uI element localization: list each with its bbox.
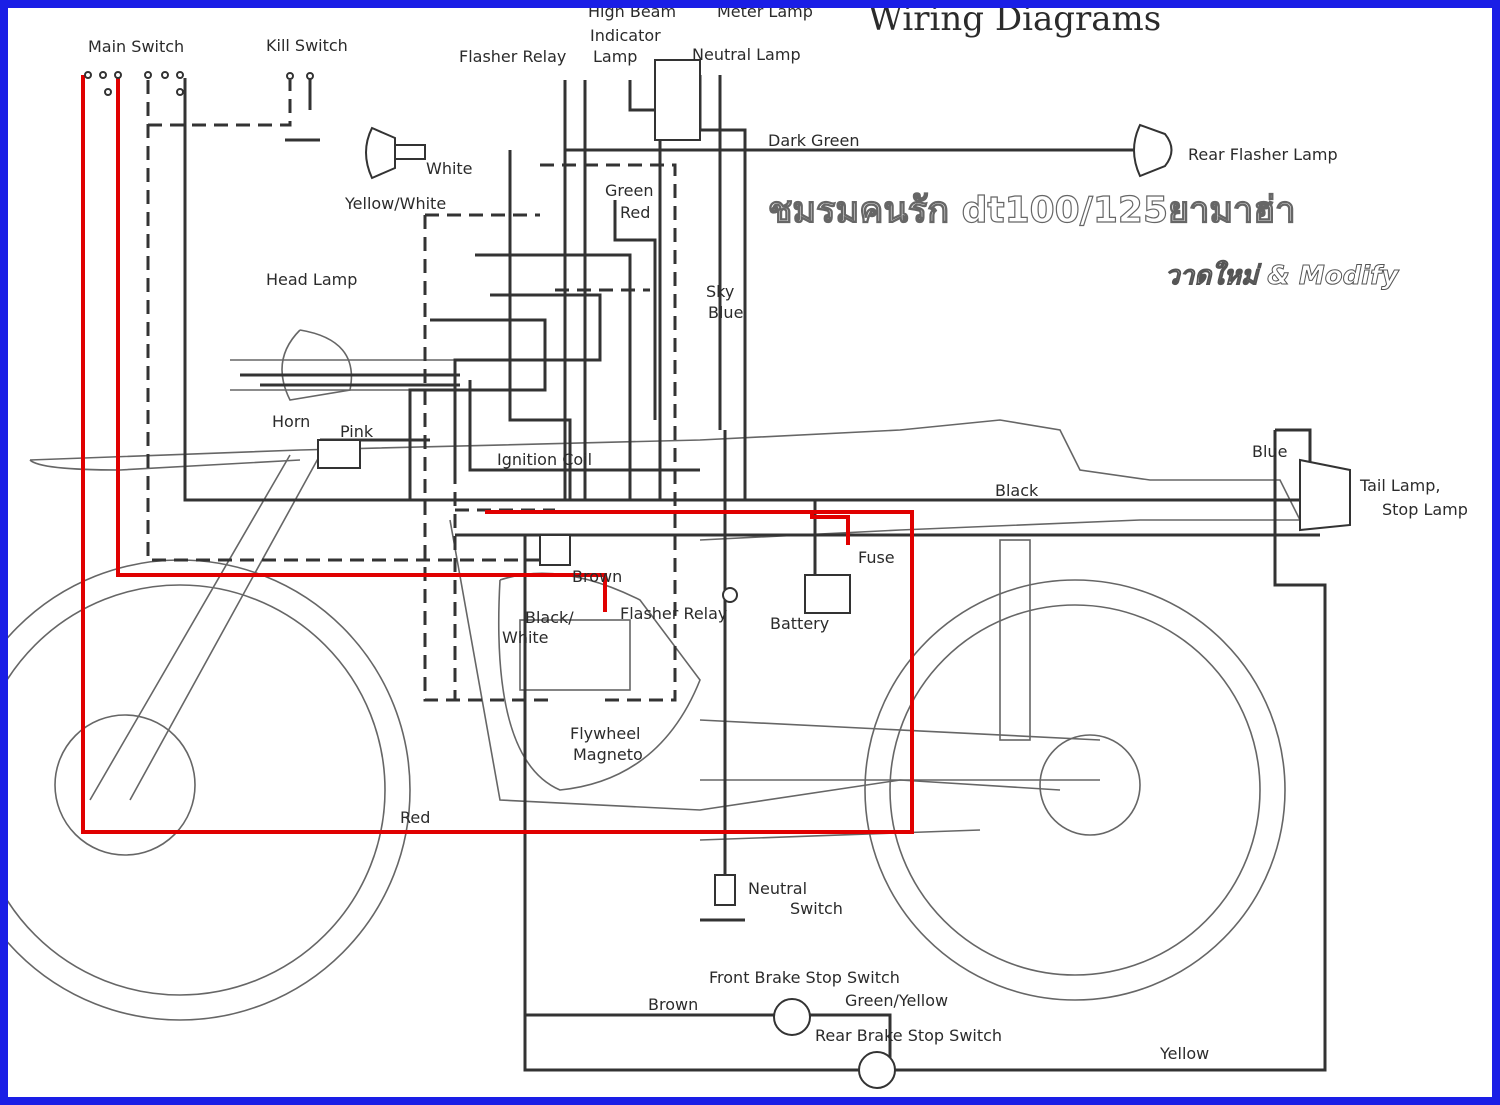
watermark-subtext: วาดใหม่ & Modify <box>1165 260 1399 291</box>
label-main-switch: Main Switch <box>88 37 184 56</box>
label-tail-lamp: Tail Lamp, <box>1359 476 1440 495</box>
yellow-wire <box>890 430 1327 1072</box>
label-dark-green: Dark Green <box>768 131 860 150</box>
watermark-text: ชมรมคนรัก dt100/125ยามาฮ่า <box>768 190 1295 231</box>
label-stop-lamp: Stop Lamp <box>1382 500 1468 519</box>
label-yellow-white: Yellow/White <box>344 194 446 213</box>
flasher-relay-symbol <box>539 534 571 566</box>
label-green: Green <box>605 181 653 200</box>
label-blue-wire: Blue <box>708 303 743 322</box>
label-sky: Sky <box>706 282 734 301</box>
battery-symbol <box>804 574 851 614</box>
label-neutral: Neutral <box>748 879 807 898</box>
label-switch: Switch <box>790 899 843 918</box>
wiring-harness <box>183 75 1327 1072</box>
label-meter-lamp: Meter Lamp <box>717 8 813 21</box>
label-green-yellow: Green/Yellow <box>845 991 948 1010</box>
tank-seat-line <box>29 419 1302 541</box>
main-switch-symbol <box>84 71 184 96</box>
front-brake-switch-symbol <box>773 998 811 1036</box>
label-red-bottom: Red <box>400 808 430 827</box>
rear-brake-switch-symbol <box>858 1051 896 1089</box>
label-black-white-1: Black/ <box>525 608 574 627</box>
label-fuse: Fuse <box>858 548 895 567</box>
components <box>84 59 1351 1089</box>
rear-flasher-lamp <box>1133 123 1173 178</box>
front-fork <box>89 454 321 801</box>
label-neutral-lamp: Neutral Lamp <box>692 45 801 64</box>
label-flasher-relay-top: Flasher Relay <box>459 47 566 66</box>
label-lamp: Lamp <box>593 47 637 66</box>
red-highlight-wire <box>81 75 914 834</box>
horn-symbol <box>317 439 361 469</box>
kill-switch-symbol <box>285 72 320 142</box>
label-rear-brake: Rear Brake Stop Switch <box>815 1026 1002 1045</box>
label-yellow: Yellow <box>1159 1044 1209 1063</box>
label-head-lamp: Head Lamp <box>266 270 357 289</box>
label-pink: Pink <box>340 422 374 441</box>
label-red-top: Red <box>620 203 650 222</box>
swingarm <box>449 519 1061 811</box>
label-flywheel: Flywheel <box>570 724 640 743</box>
brake-switch-wire <box>523 535 860 1072</box>
label-rear-flasher-lamp: Rear Flasher Lamp <box>1188 145 1338 164</box>
label-front-brake: Front Brake Stop Switch <box>709 968 900 987</box>
labels: Wiring Diagrams ชมรมคนรัก dt100/125ยามาฮ… <box>88 8 1468 1063</box>
label-black: Black <box>995 481 1039 500</box>
rear-wheel <box>864 579 1286 1001</box>
black-ground-wire <box>183 78 1310 502</box>
label-battery: Battery <box>770 614 829 633</box>
label-ignition-coil: Ignition Coil <box>497 450 592 469</box>
label-white: White <box>426 159 473 178</box>
indicator-lamps-symbol <box>654 59 701 141</box>
front-flasher-lamp <box>365 126 426 180</box>
label-flasher-relay: Flasher Relay <box>620 604 727 623</box>
label-blue-tail: Blue <box>1252 442 1287 461</box>
neutral-switch-symbol <box>714 874 736 906</box>
shock <box>999 539 1031 741</box>
wiring-diagram: Wiring Diagrams ชมรมคนรัก dt100/125ยามาฮ… <box>8 8 1468 1089</box>
label-horn: Horn <box>272 412 310 431</box>
label-indicator: Indicator <box>590 26 661 45</box>
label-black-white-2: White <box>502 628 549 647</box>
cylinder-fins <box>519 619 631 691</box>
motorcycle-outline <box>8 329 1302 1021</box>
label-high-beam: High Beam <box>588 8 676 21</box>
label-kill-switch: Kill Switch <box>266 36 348 55</box>
diagram-title: Wiring Diagrams <box>868 8 1161 39</box>
front-wheel <box>8 559 411 1021</box>
label-brown-mid: Brown <box>572 567 622 586</box>
label-magneto: Magneto <box>573 745 643 764</box>
label-brown-bottom: Brown <box>648 995 698 1014</box>
tail-lamp-symbol <box>1299 458 1351 532</box>
